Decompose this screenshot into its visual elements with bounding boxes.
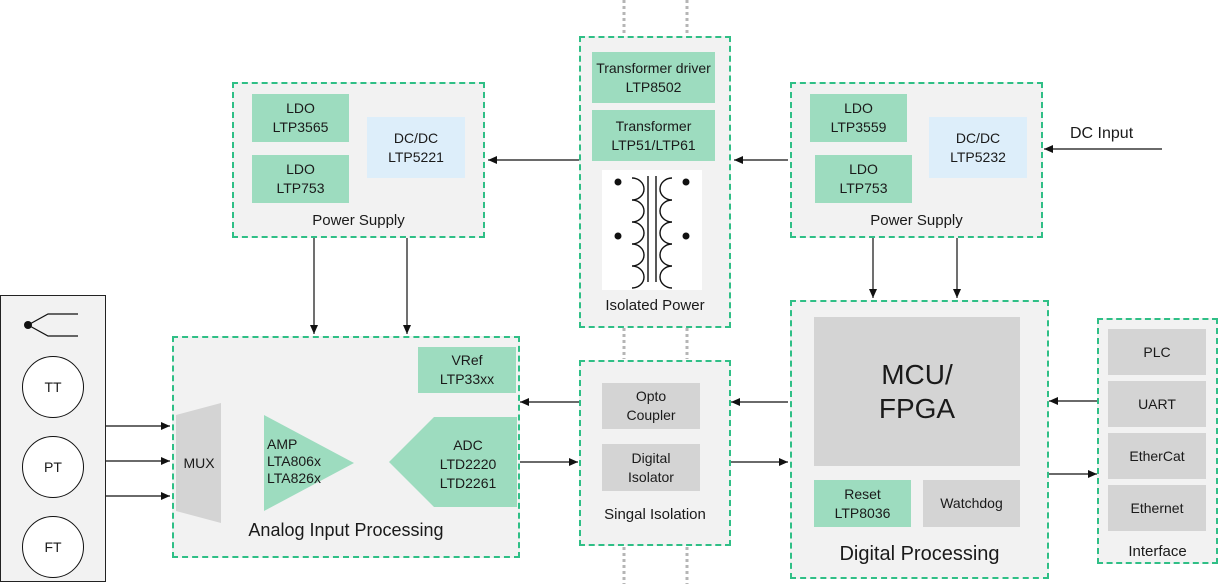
interface-item-plc: PLC: [1108, 329, 1206, 375]
interface-item-label: Ethernet: [1130, 499, 1184, 516]
isolated-power-title: Isolated Power: [605, 297, 705, 314]
dcdc-part: LTP5232: [950, 148, 1006, 165]
digital-processing-title: Digital Processing: [839, 543, 1000, 565]
ldo-part: LTP3559: [830, 119, 887, 135]
adc-part-2: LTD2261: [439, 475, 497, 491]
ldo-part: LTP753: [276, 180, 325, 196]
driver-label: Transformer driver: [596, 59, 711, 76]
vref-label: VRef: [451, 352, 483, 368]
dcdc-ltp5221-block: DC/DC LTP5221: [367, 117, 465, 178]
transformer-label: Transformer: [615, 117, 692, 134]
vref-part: LTP33xx: [439, 371, 495, 387]
ldo-label: LDO: [844, 100, 873, 116]
dc-input-label: DC Input: [1070, 125, 1134, 142]
signal-isolation-title: Singal Isolation: [604, 506, 706, 523]
sensor-ft-label: FT: [44, 539, 62, 555]
transformer-symbol-icon: [602, 170, 702, 290]
ldo-label: LDO: [286, 100, 315, 116]
watchdog-label: Watchdog: [940, 495, 1003, 511]
transformer-part: LTP51/LTP61: [611, 136, 696, 153]
adc-text: ADC LTD2220 LTD2261: [420, 436, 516, 493]
interface-title: Interface: [1128, 543, 1187, 560]
digital-isolator-label: Digital: [631, 449, 671, 466]
mcu-fpga-block: MCU/ FPGA: [814, 317, 1020, 466]
driver-part: LTP8502: [625, 78, 682, 95]
fpga-label: FPGA: [878, 392, 956, 424]
ldo-ltp753-block: LDO LTP753: [815, 155, 912, 203]
opto-coupler-block: Opto Coupler: [602, 383, 700, 429]
amp-part-2: LTA826x: [267, 470, 321, 486]
ldo-part: LTP753: [839, 180, 888, 196]
opto-label: Opto: [635, 388, 667, 404]
ldo-label: LDO: [849, 161, 878, 177]
reset-label: Reset: [844, 485, 881, 502]
dcdc-label: DC/DC: [955, 129, 1001, 146]
opto-label-2: Coupler: [626, 407, 676, 423]
left-power-supply-title: Power Supply: [312, 212, 405, 229]
mux-label: MUX: [183, 455, 215, 471]
sensor-tt: TT: [22, 356, 84, 418]
dcdc-ltp5232-block: DC/DC LTP5232: [929, 117, 1027, 178]
digital-isolator-label-2: Isolator: [628, 468, 674, 485]
thermocouple-icon: [24, 313, 78, 337]
interface-item-label: PLC: [1143, 343, 1171, 360]
adc-shape: [389, 417, 517, 507]
digital-isolator-block: Digital Isolator: [602, 444, 700, 491]
transformer-driver-block: Transformer driver LTP8502: [592, 52, 715, 103]
ldo-part: LTP3565: [272, 119, 329, 135]
sensor-tt-label: TT: [44, 379, 62, 395]
adc-label: ADC: [453, 437, 483, 453]
ldo-ltp753-block: LDO LTP753: [252, 155, 349, 203]
ldo-ltp3565-block: LDO LTP3565: [252, 94, 349, 142]
interface-item-ethernet: Ethernet: [1108, 485, 1206, 531]
amp-label: AMP: [267, 436, 298, 452]
interface-item-uart: UART: [1108, 381, 1206, 427]
sensor-pt: PT: [22, 436, 84, 498]
mux-shape: [176, 403, 221, 523]
watchdog-block: Watchdog: [923, 480, 1020, 527]
interface-item-label: UART: [1138, 395, 1176, 412]
reset-block: Reset LTP8036: [814, 480, 911, 527]
mcu-label: MCU/: [881, 358, 953, 390]
amp-part-1: LTA806x: [267, 453, 321, 469]
reset-part: LTP8036: [834, 504, 891, 521]
isolation-barrier: [622, 0, 689, 584]
interface-item-ethercat: EtherCat: [1108, 433, 1206, 479]
interface-item-label: EtherCat: [1129, 447, 1185, 464]
vref-block: VRef LTP33xx: [418, 347, 516, 393]
sensor-pt-label: PT: [44, 459, 62, 475]
right-power-supply-title: Power Supply: [870, 212, 963, 229]
dcdc-part: LTP5221: [388, 148, 444, 165]
amp-triangle: [264, 415, 354, 511]
ldo-ltp3559-block: LDO LTP3559: [810, 94, 907, 142]
dcdc-label: DC/DC: [393, 129, 439, 146]
transformer-block: Transformer LTP51/LTP61: [592, 110, 715, 161]
ldo-label: LDO: [286, 161, 315, 177]
adc-part-1: LTD2220: [439, 456, 497, 472]
analog-input-title: Analog Input Processing: [248, 520, 444, 540]
sensor-ft: FT: [22, 516, 84, 578]
amp-text: AMP LTA806x LTA826x: [267, 436, 321, 487]
